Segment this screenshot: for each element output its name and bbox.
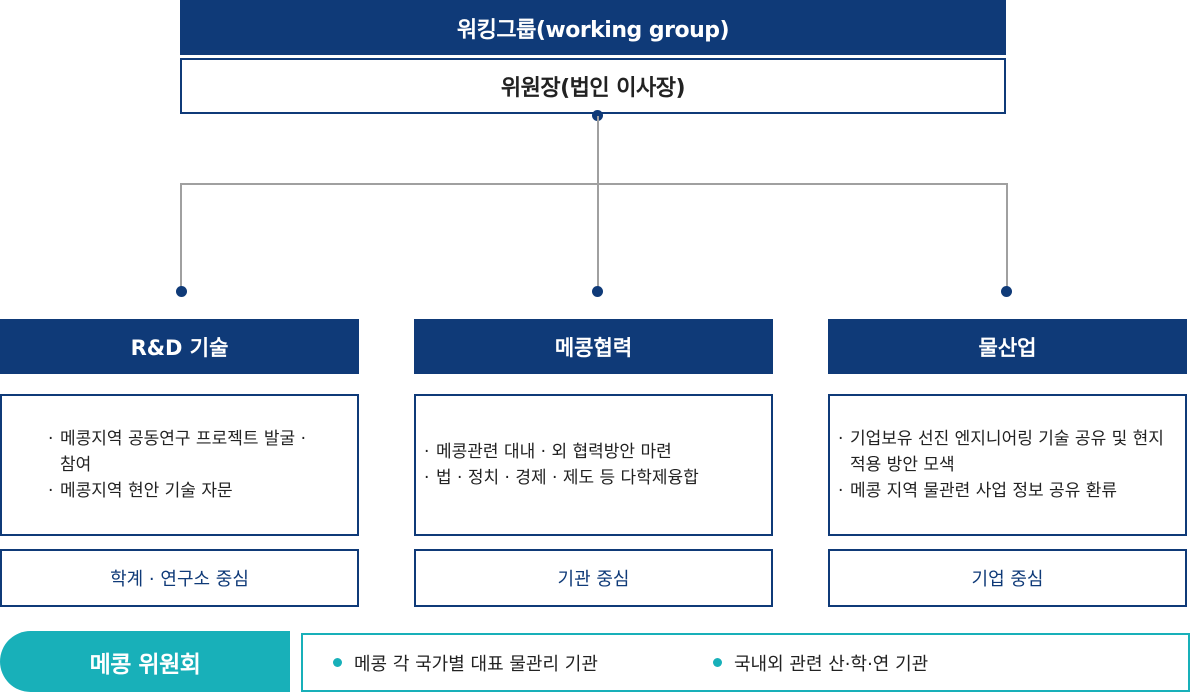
connector-dot-middle: [592, 286, 603, 297]
column-desc-mekong-coop: 메콩관련 대내 · 외 협력방안 마련 법 · 정치 · 경제 · 제도 등 다…: [414, 394, 773, 536]
committee-member-text: 메콩 각 국가별 대표 물관리 기관: [354, 653, 598, 675]
desc-item: 메콩관련 대내 · 외 협력방안 마련: [424, 439, 699, 465]
committee-member-text: 국내외 관련 산·학·연 기관: [734, 653, 929, 675]
column-desc-rnd: 메콩지역 공동연구 프로젝트 발굴 · 참여 메콩지역 현안 기술 자문: [0, 394, 359, 536]
column-heading-rnd: R&D 기술: [0, 319, 359, 374]
desc-item: 기업보유 선진 엔지니어링 기술 공유 및 현지 적용 방안 모색: [838, 426, 1180, 478]
column-heading-mekong-coop: 메콩협력: [414, 319, 773, 374]
desc-item: 메콩 지역 물관련 사업 정보 공유 환류: [838, 478, 1180, 504]
connector-dot-left: [176, 286, 187, 297]
working-group-title: 워킹그룹(working group): [180, 0, 1006, 55]
column-focus-mekong-coop: 기관 중심: [414, 549, 773, 607]
connector-horizontal: [180, 183, 1008, 185]
connector-vertical-main: [597, 116, 599, 292]
bullet-icon: [333, 658, 342, 667]
connector-dot-top: [592, 110, 603, 121]
connector-dot-right: [1001, 286, 1012, 297]
connector-vertical-left: [180, 183, 182, 292]
desc-item: 법 · 정치 · 경제 · 제도 등 다학제융합: [424, 465, 699, 491]
connector-vertical-right: [1006, 183, 1008, 292]
column-desc-water-industry: 기업보유 선진 엔지니어링 기술 공유 및 현지 적용 방안 모색 메콩 지역 …: [828, 394, 1187, 536]
committee-member: 국내외 관련 산·학·연 기관: [713, 650, 928, 676]
column-focus-water-industry: 기업 중심: [828, 549, 1187, 607]
committee-members: 메콩 각 국가별 대표 물관리 기관 국내외 관련 산·학·연 기관: [301, 633, 1190, 692]
committee-member: 메콩 각 국가별 대표 물관리 기관: [333, 650, 598, 676]
bullet-icon: [713, 658, 722, 667]
committee-label: 메콩 위원회: [0, 631, 290, 692]
desc-item: 메콩지역 공동연구 프로젝트 발굴 · 참여: [48, 426, 320, 478]
column-heading-water-industry: 물산업: [828, 319, 1187, 374]
column-focus-rnd: 학계 · 연구소 중심: [0, 549, 359, 607]
chair-box: 위원장(법인 이사장): [180, 58, 1006, 114]
desc-item: 메콩지역 현안 기술 자문: [48, 478, 320, 504]
